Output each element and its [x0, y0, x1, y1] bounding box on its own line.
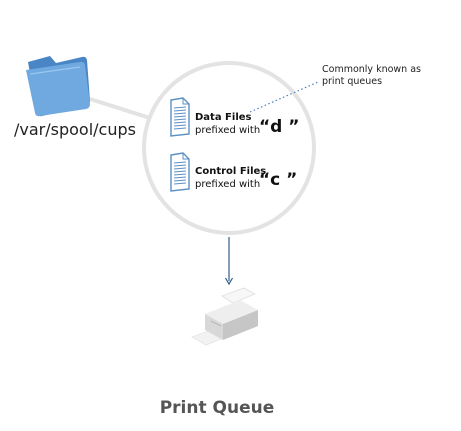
control-files-document-icon	[170, 152, 190, 192]
note-connector-line	[249, 81, 319, 113]
control-files-prefix-text: prefixed with	[195, 179, 260, 190]
control-files-title: Control Files	[195, 166, 266, 177]
note-line-1: Commonly known as	[322, 64, 421, 75]
folder-icon	[26, 56, 90, 117]
printer-icon	[191, 287, 258, 346]
data-files-title: Data Files	[195, 112, 252, 123]
data-files-prefix-text: prefixed with	[195, 125, 260, 136]
data-files-prefix-letter: “d ”	[259, 117, 299, 137]
spool-path-label: /var/spool/cups	[14, 120, 136, 139]
print-queue-caption: Print Queue	[160, 398, 275, 418]
folder-connector-line	[89, 97, 151, 120]
down-arrow-icon	[224, 237, 234, 286]
note-line-2: print queues	[322, 76, 382, 87]
spool-circle	[142, 61, 316, 235]
control-files-prefix-letter: “c ”	[259, 170, 297, 190]
data-files-document-icon	[170, 97, 190, 137]
